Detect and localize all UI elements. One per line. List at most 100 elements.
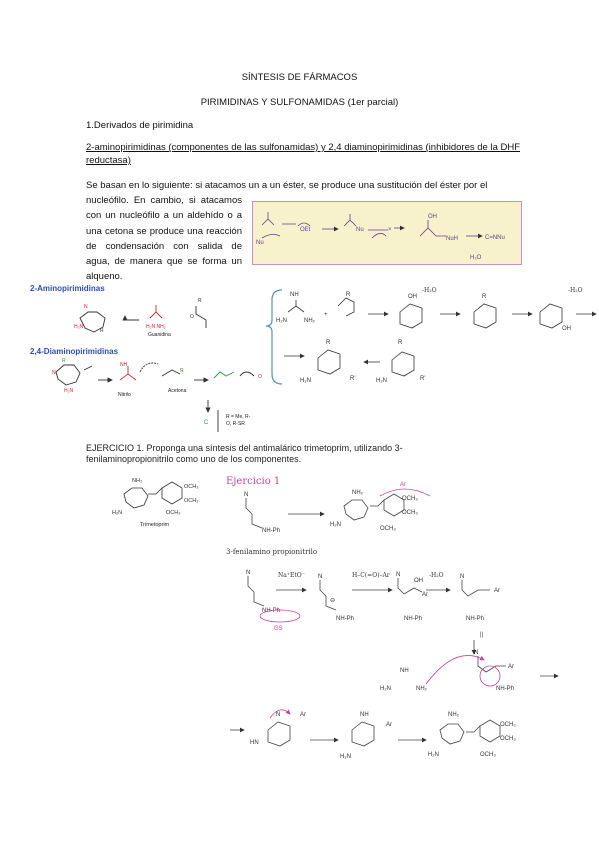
document-subtitle: PIRIMIDINAS Y SULFONAMIDAS (1er parcial) bbox=[200, 97, 399, 108]
svg-text:OCH₃: OCH₃ bbox=[402, 510, 418, 516]
svg-text:OCH₃: OCH₃ bbox=[184, 484, 198, 490]
svg-text:OH: OH bbox=[408, 294, 417, 300]
handwritten-step-2: N NH-Ph GS N ⊖ NH-Ph N OH Ar NH-Ph N Ar … bbox=[246, 570, 500, 632]
label-acetona: Acetona bbox=[168, 388, 187, 394]
ar-label: Ar bbox=[400, 482, 406, 488]
paragraph-line-1: Se basan en lo siguiente: si atacamos un… bbox=[86, 180, 488, 191]
svg-text:NH: NH bbox=[400, 668, 409, 674]
svg-text:R: R bbox=[398, 340, 403, 346]
handwritten-step-4: N HN Ar NH H₂N Ar NH₂ H₂N OCH₃ OCH₃ OCH₃ bbox=[230, 709, 516, 760]
svg-text:||: || bbox=[480, 632, 484, 638]
svg-text:OH: OH bbox=[428, 214, 437, 220]
scheme-bracket bbox=[265, 289, 283, 385]
svg-text:OCH₃: OCH₃ bbox=[500, 736, 516, 742]
svg-text:N: N bbox=[52, 370, 56, 376]
svg-text:Nu: Nu bbox=[356, 227, 364, 233]
svg-text:H₂N: H₂N bbox=[112, 510, 122, 516]
svg-text:Ar: Ar bbox=[386, 722, 392, 728]
svg-text:H₂N: H₂N bbox=[300, 378, 311, 384]
svg-text:C: C bbox=[204, 420, 209, 426]
svg-text:OCH₃: OCH₃ bbox=[500, 722, 516, 728]
svg-text:NH₂: NH₂ bbox=[416, 686, 428, 692]
svg-text:OH: OH bbox=[414, 578, 423, 584]
svg-text:Ar: Ar bbox=[494, 588, 500, 594]
exercise-statement: EJERCICIO 1. Proponga una síntesis del a… bbox=[86, 443, 403, 464]
svg-text:OCH₃: OCH₃ bbox=[380, 526, 396, 532]
svg-text:⊖: ⊖ bbox=[330, 598, 335, 604]
svg-text:H₂N: H₂N bbox=[376, 378, 387, 384]
handwritten-step-3: || N Ar NH-Ph NH H₂N NH₂ bbox=[380, 632, 559, 692]
svg-text:NH-Ph: NH-Ph bbox=[466, 616, 484, 622]
svg-text:R: R bbox=[326, 340, 331, 346]
handwritten-step-1: N NH-Ph NH₂ H₂N OCH₃ OCH₃ OCH₃ Ar bbox=[244, 482, 431, 534]
svg-text:N: N bbox=[396, 572, 400, 578]
svg-text:OEt: OEt bbox=[300, 227, 311, 233]
svg-text:H₂N: H₂N bbox=[340, 754, 351, 760]
svg-text:O: O bbox=[190, 314, 194, 320]
svg-text:OCH₃: OCH₃ bbox=[166, 510, 180, 516]
label-nitrilo: Nitrilo bbox=[118, 392, 131, 398]
svg-text:OCH₃: OCH₃ bbox=[480, 752, 496, 758]
label-guanidina: Guanidina bbox=[148, 332, 171, 338]
svg-text:H₂N: H₂N bbox=[276, 318, 287, 324]
svg-text:NH-Ph: NH-Ph bbox=[404, 616, 422, 622]
scheme-row-1: NH H₂N NH₂ + R OH R OH bbox=[276, 292, 597, 332]
svg-text:H₂N: H₂N bbox=[380, 686, 391, 692]
svg-text:HN: HN bbox=[250, 740, 259, 746]
scheme-minus-water-1: -H₂O bbox=[422, 287, 437, 294]
svg-text:H₂O: H₂O bbox=[470, 255, 482, 261]
svg-text:NH-Ph: NH-Ph bbox=[336, 616, 354, 622]
svg-text:NH-Ph: NH-Ph bbox=[262, 528, 280, 534]
svg-text:OCH₃: OCH₃ bbox=[402, 496, 418, 502]
svg-text:Ar: Ar bbox=[300, 712, 306, 718]
svg-text:R: R bbox=[62, 358, 66, 364]
svg-text:Ar: Ar bbox=[508, 664, 514, 670]
label-diaminopyrimidines: 2,4-Diaminopirimidinas bbox=[30, 347, 119, 356]
svg-text:NH-Ph: NH-Ph bbox=[496, 686, 514, 692]
handwritten-mechanism-box bbox=[252, 201, 522, 265]
box-mechanism-sketch: Nu OEt Nu × OH NuH C=NNu H₂O bbox=[256, 212, 505, 261]
svg-text:N: N bbox=[84, 304, 88, 310]
handwritten-minus-water: -H₂O bbox=[429, 572, 444, 579]
svg-text:R': R' bbox=[420, 376, 425, 382]
svg-text:OCH₃: OCH₃ bbox=[184, 498, 198, 504]
svg-text:N: N bbox=[474, 650, 478, 656]
svg-text:R: R bbox=[180, 368, 184, 374]
svg-text:H₂N NH₂: H₂N NH₂ bbox=[146, 324, 166, 330]
scheme-row-2: R H₂N R' R H₂N R' bbox=[284, 340, 425, 384]
svg-text:N: N bbox=[460, 574, 464, 580]
svg-text:NH₂: NH₂ bbox=[132, 478, 142, 484]
svg-text:NH₂: NH₂ bbox=[448, 712, 460, 718]
trimetoprim-structure: NH₂ H₂N OCH₃ OCH₃ OCH₃ bbox=[112, 478, 198, 516]
handwritten-aldehyde: H–C(=O)–Ar bbox=[352, 572, 390, 579]
svg-text:H₂N: H₂N bbox=[74, 324, 84, 330]
svg-text:R': R' bbox=[350, 376, 355, 382]
svg-text:+: + bbox=[324, 312, 328, 318]
svg-text:H₂N: H₂N bbox=[428, 752, 439, 758]
svg-text:×: × bbox=[388, 227, 392, 233]
svg-text:Ar: Ar bbox=[422, 592, 428, 598]
svg-text:GS: GS bbox=[274, 626, 283, 632]
svg-text:Nu: Nu bbox=[256, 240, 264, 246]
label-aminopyrimidines: 2-Aminopirimidinas bbox=[30, 284, 105, 293]
handwritten-base: Na⁺EtO⁻ bbox=[278, 572, 305, 579]
section-heading: 1.Derivados de pirimidina bbox=[86, 120, 194, 131]
svg-text:OH: OH bbox=[562, 326, 571, 332]
svg-text:N: N bbox=[244, 492, 248, 498]
svg-text:N: N bbox=[318, 574, 322, 580]
handwritten-reagent-name: 3-fenilamino propionitrilo bbox=[226, 548, 318, 556]
scheme-minus-water-2: -H₂O bbox=[568, 287, 583, 294]
document-title: SÍNTESIS DE FÁRMACOS bbox=[241, 72, 358, 83]
svg-text:O: O bbox=[258, 374, 262, 380]
svg-text:N: N bbox=[246, 570, 250, 576]
subsection-heading: 2-aminopirimidinas (componentes de las s… bbox=[86, 142, 521, 166]
diaminopyrimidine-structure: N H₂N R NH R O C bbox=[52, 358, 262, 432]
svg-text:N: N bbox=[276, 712, 280, 718]
svg-text:NH: NH bbox=[290, 292, 299, 298]
svg-text:R: R bbox=[482, 294, 487, 300]
aminopyrimidine-structure: H₂N N R H₂N NH₂ R O bbox=[74, 298, 207, 334]
svg-text:NH₂: NH₂ bbox=[304, 318, 316, 324]
label-r-options: R = Me, R-O, R-SR bbox=[226, 414, 251, 427]
svg-text:R: R bbox=[346, 292, 351, 298]
svg-text:R: R bbox=[198, 298, 202, 304]
